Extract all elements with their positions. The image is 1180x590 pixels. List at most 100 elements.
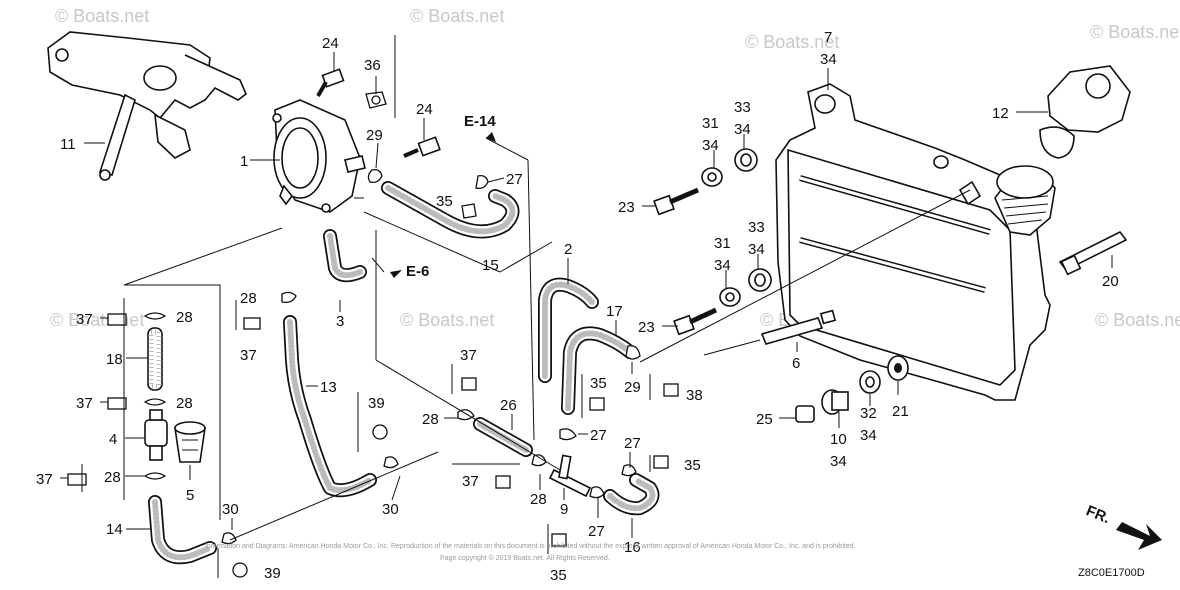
direction-arrow-icon xyxy=(1116,522,1162,550)
clip-36-part xyxy=(365,91,387,109)
direction-label: FR. xyxy=(1084,502,1113,527)
callout-27-right: 27 xyxy=(624,435,641,452)
callout-labels: 1 2 3 4 5 6 7 34 9 10 34 11 12 13 14 15 … xyxy=(36,29,1119,584)
callout-31-upper: 31 xyxy=(702,115,719,132)
callout-27-lower: 27 xyxy=(588,523,605,540)
callout-32-qty: 34 xyxy=(860,427,877,444)
leader-lines xyxy=(60,35,1113,578)
hose-13-part xyxy=(283,315,377,498)
washer-31-lower xyxy=(719,287,741,307)
callout-30-lower: 30 xyxy=(222,501,239,518)
callout-35-right: 35 xyxy=(684,457,701,474)
callout-33-upper-qty: 34 xyxy=(734,121,751,138)
callout-1: 1 xyxy=(240,153,248,170)
callout-16: 16 xyxy=(624,539,641,556)
callout-35-bottom: 35 xyxy=(550,567,567,584)
callout-37-c: 37 xyxy=(36,471,53,488)
callout-31-lower: 31 xyxy=(714,235,731,252)
clip-28-d xyxy=(457,409,475,421)
callout-6: 6 xyxy=(792,355,800,372)
fuel-tank-part xyxy=(775,83,1056,401)
grommet-33-lower xyxy=(748,268,772,292)
callout-9: 9 xyxy=(560,501,568,518)
fuel-pump-part xyxy=(272,99,366,213)
clip-28-c xyxy=(143,472,167,480)
drain-bolt-25-part xyxy=(795,405,815,423)
callout-17: 17 xyxy=(606,303,623,320)
callout-28-c: 28 xyxy=(104,469,121,486)
watermark: © Boats.net xyxy=(55,6,149,26)
callout-37-f: 37 xyxy=(462,473,479,490)
callout-38: 38 xyxy=(686,387,703,404)
callout-13: 13 xyxy=(320,379,337,396)
clip-27-mid xyxy=(621,464,637,477)
bolt-24-left xyxy=(316,68,345,97)
tank-cap-part xyxy=(1039,65,1131,159)
hose-14-part xyxy=(148,495,217,565)
callout-5: 5 xyxy=(186,487,194,504)
washer-31-upper xyxy=(701,167,723,187)
clip-29-lower xyxy=(625,345,641,360)
clip-37-a xyxy=(107,313,127,326)
clip-39-lower xyxy=(232,562,248,578)
callout-24-right: 24 xyxy=(416,101,433,118)
callout-30-upper: 30 xyxy=(382,501,399,518)
callout-37-e: 37 xyxy=(460,347,477,364)
ref-e6: E-6 xyxy=(406,263,429,280)
clip-37-e xyxy=(461,377,477,391)
clip-27-lower xyxy=(589,486,605,499)
callout-39-upper: 39 xyxy=(368,395,385,412)
collar-32-part xyxy=(859,370,881,394)
clip-37-f xyxy=(495,475,511,489)
clip-30-upper xyxy=(383,456,399,469)
callout-32: 32 xyxy=(860,405,877,422)
clip-37-c xyxy=(67,473,87,486)
callout-10: 10 xyxy=(830,431,847,448)
callout-4: 4 xyxy=(109,431,117,448)
watermark: © Boats.net xyxy=(400,310,494,330)
callout-37-a: 37 xyxy=(76,311,93,328)
callout-31-upper-qty: 34 xyxy=(702,137,719,154)
strainer-5-part xyxy=(174,421,206,463)
callout-28-d: 28 xyxy=(240,290,257,307)
callout-28-f: 28 xyxy=(530,491,547,508)
watermark: © Boats.net xyxy=(1095,310,1180,330)
callout-26: 26 xyxy=(500,397,517,414)
callout-33-upper: 33 xyxy=(734,99,751,116)
callout-27-mid: 27 xyxy=(590,427,607,444)
callout-18: 18 xyxy=(106,351,123,368)
washer-21-part xyxy=(887,355,909,381)
clip-39-upper xyxy=(372,424,388,440)
callout-15: 15 xyxy=(482,257,499,274)
callout-12: 12 xyxy=(992,105,1009,122)
callout-37-b: 37 xyxy=(76,395,93,412)
clip-28-a xyxy=(143,312,167,320)
clip-35-right xyxy=(653,455,669,469)
copyright-line-2: Page copyright © 2019 Boats.net. All Rig… xyxy=(440,554,610,562)
callout-28-e: 28 xyxy=(422,411,439,428)
clip-35-mid xyxy=(589,397,605,411)
clip-35-bottom xyxy=(551,533,567,547)
callout-33-lower: 33 xyxy=(748,219,765,236)
callout-33-lower-qty: 34 xyxy=(748,241,765,258)
hose-17-part xyxy=(561,326,637,415)
clip-38-part xyxy=(663,383,679,397)
grommet-33-upper xyxy=(734,148,758,172)
watermark: © Boats.net xyxy=(410,6,504,26)
bolt-23-upper xyxy=(653,187,699,216)
callout-20: 20 xyxy=(1102,273,1119,290)
callout-25: 25 xyxy=(756,411,773,428)
watermark: © Boats.net xyxy=(1090,22,1180,42)
hose-18-part xyxy=(147,327,163,391)
ref-e14: E-14 xyxy=(464,113,496,130)
clip-35-upper xyxy=(461,203,477,219)
callout-3: 3 xyxy=(336,313,344,330)
callout-10-qty: 34 xyxy=(830,453,847,470)
bracket-part xyxy=(47,31,247,181)
clip-30-lower xyxy=(221,532,237,545)
callout-28-b: 28 xyxy=(176,395,193,412)
callout-23-lower: 23 xyxy=(638,319,655,336)
callout-37-d: 37 xyxy=(240,347,257,364)
clip-27-upper xyxy=(475,174,489,190)
